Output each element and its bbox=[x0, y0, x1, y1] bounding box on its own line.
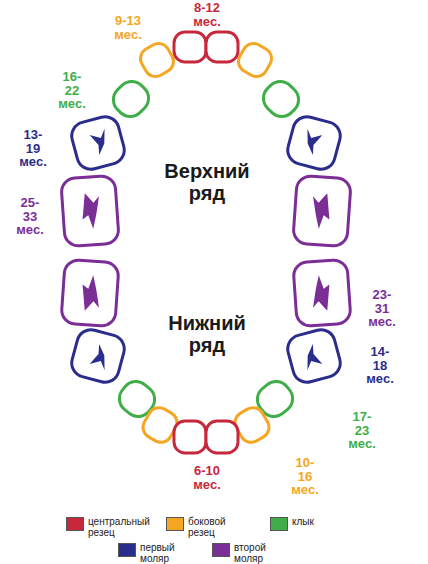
eruption-age: 10-16 мес. bbox=[291, 456, 319, 497]
eruption-age: 16-22 мес. bbox=[58, 70, 86, 111]
row-label: Нижний ряд bbox=[168, 312, 246, 356]
eruption-age: 17-23 мес. bbox=[348, 410, 376, 451]
legend-swatch bbox=[66, 517, 84, 531]
eruption-age: 8-12 мес. bbox=[193, 1, 221, 28]
eruption-age: 14-18 мес. bbox=[366, 345, 394, 386]
legend-text: второй моляр bbox=[234, 542, 266, 564]
legend-text: боковой резец bbox=[188, 516, 226, 538]
eruption-age: 25-33 мес. bbox=[16, 196, 44, 237]
legend-item: первый моляр bbox=[118, 542, 175, 564]
legend-swatch bbox=[118, 543, 136, 557]
eruption-age: 23-31 мес. bbox=[368, 288, 396, 329]
legend-swatch bbox=[212, 543, 230, 557]
legend-item: клык bbox=[270, 516, 314, 531]
eruption-age: 9-13 мес. bbox=[114, 14, 142, 41]
legend-item: центральный резец bbox=[66, 516, 150, 538]
legend-text: первый моляр bbox=[140, 542, 175, 564]
right-teeth bbox=[206, 32, 351, 453]
legend-text: центральный резец bbox=[88, 516, 150, 538]
legend-swatch bbox=[166, 517, 184, 531]
row-label: Верхний ряд bbox=[164, 160, 249, 204]
legend-item: второй моляр bbox=[212, 542, 266, 564]
legend-item: боковой резец bbox=[166, 516, 226, 538]
left-teeth bbox=[61, 32, 206, 453]
eruption-age: 13-19 мес. bbox=[19, 128, 47, 169]
legend-text: клык bbox=[292, 516, 314, 527]
eruption-age: 6-10 мес. bbox=[193, 464, 221, 491]
legend-swatch bbox=[270, 517, 288, 531]
